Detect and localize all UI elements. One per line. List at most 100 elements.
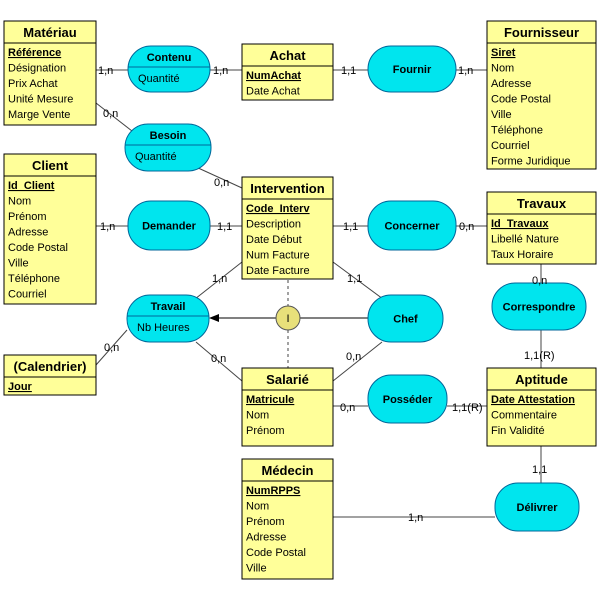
association-shape [494, 482, 580, 532]
association-concerner: Concerner [367, 200, 457, 251]
association-travail: Travail Nb Heures [126, 294, 210, 343]
entity-key: Référence [8, 47, 61, 59]
entity-title: Médecin [261, 463, 313, 478]
cardinality-demander-intervention: 1,1 [217, 221, 232, 233]
cardinality-medecin-delivrer: 1,n [408, 512, 423, 524]
relationship-line [332, 341, 383, 382]
entity-attribute: Marge Vente [8, 109, 70, 121]
entity-title: Salarié [266, 372, 309, 387]
entity-key: Id_Client [8, 180, 55, 192]
association-shape [127, 200, 211, 251]
entity-attribute: Courriel [491, 140, 530, 152]
association-name: Délivrer [517, 502, 559, 514]
association-name: Fournir [393, 64, 432, 76]
entity-attribute: Ville [491, 109, 512, 121]
cardinality-intervention-chef: 1,1 [347, 273, 362, 285]
cardinality-fournir-fournisseur: 1,n [458, 65, 473, 77]
entity-calendrier: (Calendrier)Jour [3, 354, 97, 396]
cif-circle [275, 305, 301, 331]
relationship-line [332, 261, 384, 300]
entity-title: Fournisseur [504, 25, 579, 40]
entity-attribute: Fin Validité [491, 425, 545, 437]
entity-title: Travaux [517, 196, 567, 211]
cardinality-besoin-intervention: 0,n [214, 177, 229, 189]
entity-attribute: Nom [8, 196, 31, 208]
cardinality-calendrier-travail: 0,n [104, 342, 119, 354]
entity-title: Intervention [250, 181, 324, 196]
entity-key: Jour [8, 381, 33, 393]
association-name: Correspondre [503, 302, 576, 314]
entity-attribute: Code Postal [8, 242, 68, 254]
entity-attribute: Prix Achat [8, 78, 58, 90]
cardinality-posseder-aptitude: 1,1(R) [452, 402, 483, 414]
entity-key: Date Attestation [491, 394, 575, 406]
entity-attribute: Date Début [246, 234, 302, 246]
entity-attribute: Taux Horaire [491, 249, 553, 261]
association-chef: Chef [367, 294, 444, 343]
entity-title: Client [32, 158, 69, 173]
entity-attribute: Commentaire [491, 410, 557, 422]
entity-attribute: Désignation [8, 63, 66, 75]
association-attribute: Quantité [138, 73, 180, 85]
association-name: Besoin [150, 130, 187, 142]
entity-attribute: Num Facture [246, 250, 310, 262]
entity-attribute: Description [246, 219, 301, 231]
relationship-line [195, 341, 243, 382]
association-attribute: Nb Heures [137, 322, 190, 334]
entity-box [486, 191, 597, 265]
entity-key: NumAchat [246, 70, 301, 82]
relationship-line [195, 166, 243, 189]
association-shape [127, 45, 211, 93]
association-shape [126, 294, 210, 343]
entity-box [241, 458, 334, 580]
association-shape [367, 294, 444, 343]
entity-key: Code_Interv [246, 203, 310, 215]
entity-box [241, 43, 334, 101]
entity-attribute: Code Postal [491, 94, 551, 106]
entity-key: Siret [491, 47, 516, 59]
relationship-lines [95, 69, 542, 518]
association-posseder: Posséder [367, 374, 448, 424]
entity-attribute: Téléphone [491, 125, 543, 137]
entity-title: Achat [269, 48, 306, 63]
cardinality-contenu-achat: 1,n [213, 65, 228, 77]
relationship-line [95, 329, 128, 366]
association-name: Travail [151, 301, 186, 313]
association-name: Contenu [147, 52, 192, 64]
cardinality-materiau-contenu: 1,n [98, 65, 113, 77]
cardinality-correspondre-aptitude: 1,1(R) [524, 350, 555, 362]
cif-constraint: I [275, 305, 301, 331]
entity-attribute: Adresse [8, 227, 48, 239]
entity-attribute: Téléphone [8, 273, 60, 285]
relationship-line [95, 102, 133, 132]
cardinality-intervention-concerner: 1,1 [343, 221, 358, 233]
association-name: Concerner [384, 221, 440, 233]
association-correspondre: Correspondre [491, 282, 587, 331]
entity-box [3, 20, 97, 126]
association-delivrer: Délivrer [494, 482, 580, 532]
association-name: Posséder [383, 394, 433, 406]
association-fournir: Fournir [367, 45, 457, 93]
association-attribute: Quantité [135, 151, 177, 163]
association-shape [367, 45, 457, 93]
entity-key: NumRPPS [246, 485, 300, 497]
entity-attribute: Ville [246, 563, 267, 575]
entity-attribute: Date Achat [246, 86, 300, 98]
association-name: Chef [393, 314, 418, 326]
entity-box [241, 367, 334, 447]
entity-attribute: Ville [8, 258, 29, 270]
association-shape [367, 374, 448, 424]
entity-attribute: Code Postal [246, 547, 306, 559]
association-shape [491, 282, 587, 331]
entity-box [241, 176, 334, 280]
association-demander: Demander [127, 200, 211, 251]
